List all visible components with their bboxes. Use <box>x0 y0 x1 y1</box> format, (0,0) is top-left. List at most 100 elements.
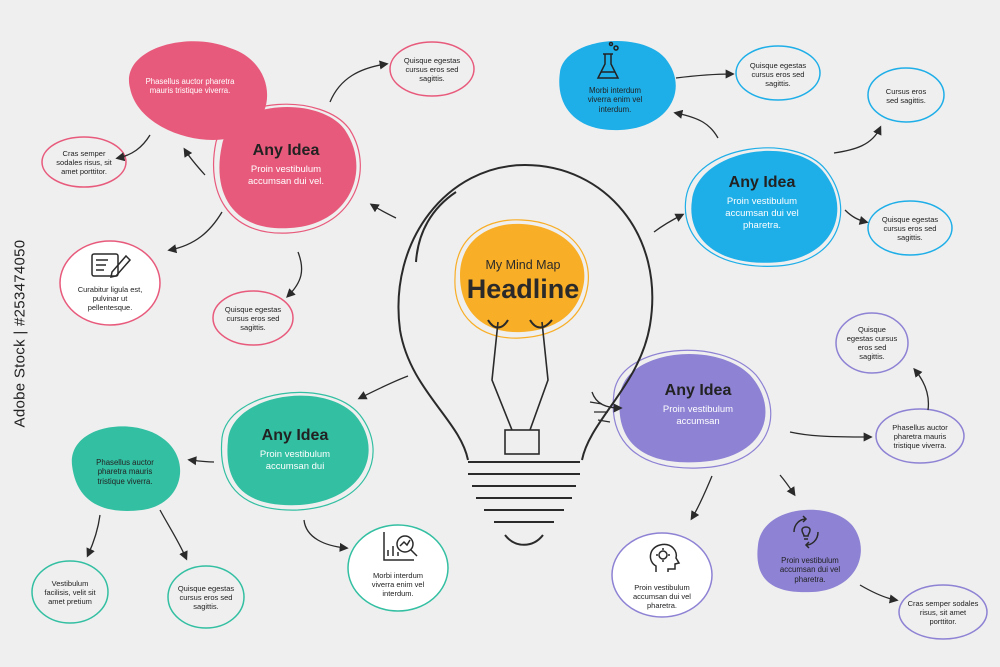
arrow <box>303 519 349 552</box>
arrow <box>183 147 206 176</box>
arrow <box>115 134 151 162</box>
document-pen-icon <box>91 253 132 278</box>
green-bubble-mid-ring <box>167 565 245 629</box>
arrow <box>653 213 685 233</box>
blue-main-blob <box>691 150 838 263</box>
pink-bubble-bottom: Quisque egestas cursus eros sed sagittis… <box>220 301 286 335</box>
green-main-blob <box>227 395 369 506</box>
blue-bubble-right-top-ring <box>867 67 945 123</box>
bulb-outline <box>397 163 654 461</box>
bulb-wires <box>491 321 549 431</box>
pink-bubble-icon-text: Curabitur ligula est, pulvinar ut pellen… <box>77 284 143 312</box>
center-blob <box>460 223 585 333</box>
pink-main-scribble <box>212 103 361 234</box>
blue-secondary-text: Morbi interdum viverra enim vel interdum… <box>587 85 643 114</box>
green-bubble-mid: Quisque egestas cursus eros sed sagittis… <box>176 576 236 618</box>
arrow <box>591 391 623 413</box>
arrow <box>833 125 882 154</box>
green-secondary-blob <box>71 426 181 511</box>
purple-bubble-bottom-ring <box>898 584 988 640</box>
pink-bubble-icon: Curabitur ligula est, pulvinar ut pellen… <box>76 280 144 316</box>
purple-bubble-top-text: Quisque egestas cursus eros sed sagittis… <box>846 325 898 361</box>
lightbulb <box>397 163 654 546</box>
blue-bubble-right-top: Cursus eros sed sagittis. <box>880 80 932 112</box>
arrow <box>913 367 930 411</box>
arrow <box>286 251 303 298</box>
pink-secondary-text: Phasellus auctor pharetra mauris tristiq… <box>145 76 235 95</box>
arrow <box>86 514 101 558</box>
green-secondary-text: Phasellus auctor pharetra mauris tristiq… <box>96 457 154 486</box>
pink-main-title: Any Idea <box>252 142 320 160</box>
green-main-title: Any Idea <box>261 427 329 445</box>
arrow <box>167 211 223 254</box>
blue-main-scribble <box>684 147 842 267</box>
purple-bubble-icon-text: Proin vestibulum accumsan dui vel pharet… <box>633 582 691 610</box>
blue-bubble-top: Quisque egestas cursus eros sed sagittis… <box>748 55 808 93</box>
chart-magnifier-icon <box>383 532 418 561</box>
center-subtitle: My Mind Map <box>485 257 561 272</box>
blue-main-text: Proin vestibulum accumsan dui vel pharet… <box>725 195 799 231</box>
purple-main-text: Proin vestibulum accumsan <box>662 403 734 427</box>
head-gear-icon <box>649 543 681 572</box>
watermark-text: Adobe Stock | #253474050 <box>11 239 29 428</box>
green-secondary-node: Phasellus auctor pharetra mauris tristiq… <box>88 450 162 494</box>
pink-bubble-left-text: Cras semper sodales risus, sit amet port… <box>56 148 112 176</box>
bulb-screw-base <box>468 461 580 523</box>
pink-bubble-bottom-text: Quisque egestas cursus eros sed sagittis… <box>224 304 282 332</box>
green-main-scribble <box>220 391 374 511</box>
pink-bubble-left: Cras semper sodales risus, sit amet port… <box>50 145 118 179</box>
arrow <box>779 474 796 497</box>
purple-bubble-top: Quisque egestas cursus eros sed sagittis… <box>844 323 900 363</box>
pink-main-node: Any Idea Proin vestibulum accumsan dui v… <box>232 140 340 190</box>
pink-bubble-top: Quisque egestas cursus eros sed sagittis… <box>398 52 466 86</box>
arrow <box>789 431 873 442</box>
center-label: My Mind Map Headline <box>455 248 591 314</box>
blue-secondary-node: Morbi interdum viverra enim vel interdum… <box>580 84 650 116</box>
bulb-shading <box>589 401 611 423</box>
purple-bubble-right-text: Phasellus auctor pharetra mauris tristiq… <box>892 422 948 450</box>
pink-bubble-top-ring <box>389 41 475 97</box>
green-bubble-left-ring <box>31 560 109 624</box>
arrow <box>859 584 899 604</box>
blue-bubble-right-ring <box>867 200 953 256</box>
arrow <box>673 109 719 139</box>
center-title: Headline <box>466 273 580 304</box>
arrow <box>159 509 188 561</box>
pink-bubble-bottom-ring <box>212 290 294 346</box>
green-bubble-left: Vestibulum facilisis, velit sit amet pre… <box>42 572 98 612</box>
pink-bubble-icon-ring <box>59 240 161 326</box>
arrow <box>369 203 397 219</box>
purple-cluster <box>591 312 988 640</box>
blue-bubble-right-top-text: Cursus eros sed sagittis. <box>885 87 927 105</box>
green-bubble-left-text: Vestibulum facilisis, velit sit amet pre… <box>44 578 96 606</box>
green-cluster <box>31 375 449 629</box>
purple-main-blob <box>619 353 766 463</box>
arrow <box>675 69 735 79</box>
purple-secondary-blob <box>757 509 861 593</box>
green-bubble-mid-text: Quisque egestas cursus eros sed sagittis… <box>177 583 235 611</box>
stock-watermark: Adobe Stock | #253474050 <box>6 0 34 667</box>
green-bubble-icon-ring <box>347 524 449 612</box>
arrow <box>690 475 713 521</box>
purple-secondary-node: Proin vestibulum accumsan dui vel pharet… <box>772 555 848 585</box>
blue-cluster <box>559 41 953 267</box>
lightbulb-cycle-icon <box>793 515 819 549</box>
blue-secondary-blob <box>559 41 676 131</box>
purple-bubble-bottom: Cras semper sodales risus, sit amet port… <box>906 594 980 630</box>
purple-bubble-icon-ring <box>611 532 713 618</box>
purple-bubble-bottom-text: Cras semper sodales risus, sit amet port… <box>907 598 979 626</box>
green-main-node: Any Idea Proin vestibulum accumsan dui <box>245 425 345 475</box>
blue-bubble-top-text: Quisque egestas cursus eros sed sagittis… <box>749 60 807 88</box>
pink-bubble-top-text: Quisque egestas cursus eros sed sagittis… <box>403 55 461 83</box>
green-bubble-icon: Morbi interdum viverra enim vel interdum… <box>366 566 430 602</box>
purple-main-scribble <box>612 349 772 469</box>
green-main-text: Proin vestibulum accumsan dui <box>259 448 331 472</box>
arrow <box>357 375 409 400</box>
blue-main-title: Any Idea <box>728 174 796 192</box>
purple-main-title: Any Idea <box>664 382 732 400</box>
blue-bubble-right: Quisque egestas cursus eros sed sagittis… <box>876 210 944 246</box>
purple-bubble-right: Phasellus auctor pharetra mauris tristiq… <box>884 418 956 454</box>
purple-bubble-right-ring <box>875 408 965 464</box>
pink-main-blob <box>219 107 357 229</box>
